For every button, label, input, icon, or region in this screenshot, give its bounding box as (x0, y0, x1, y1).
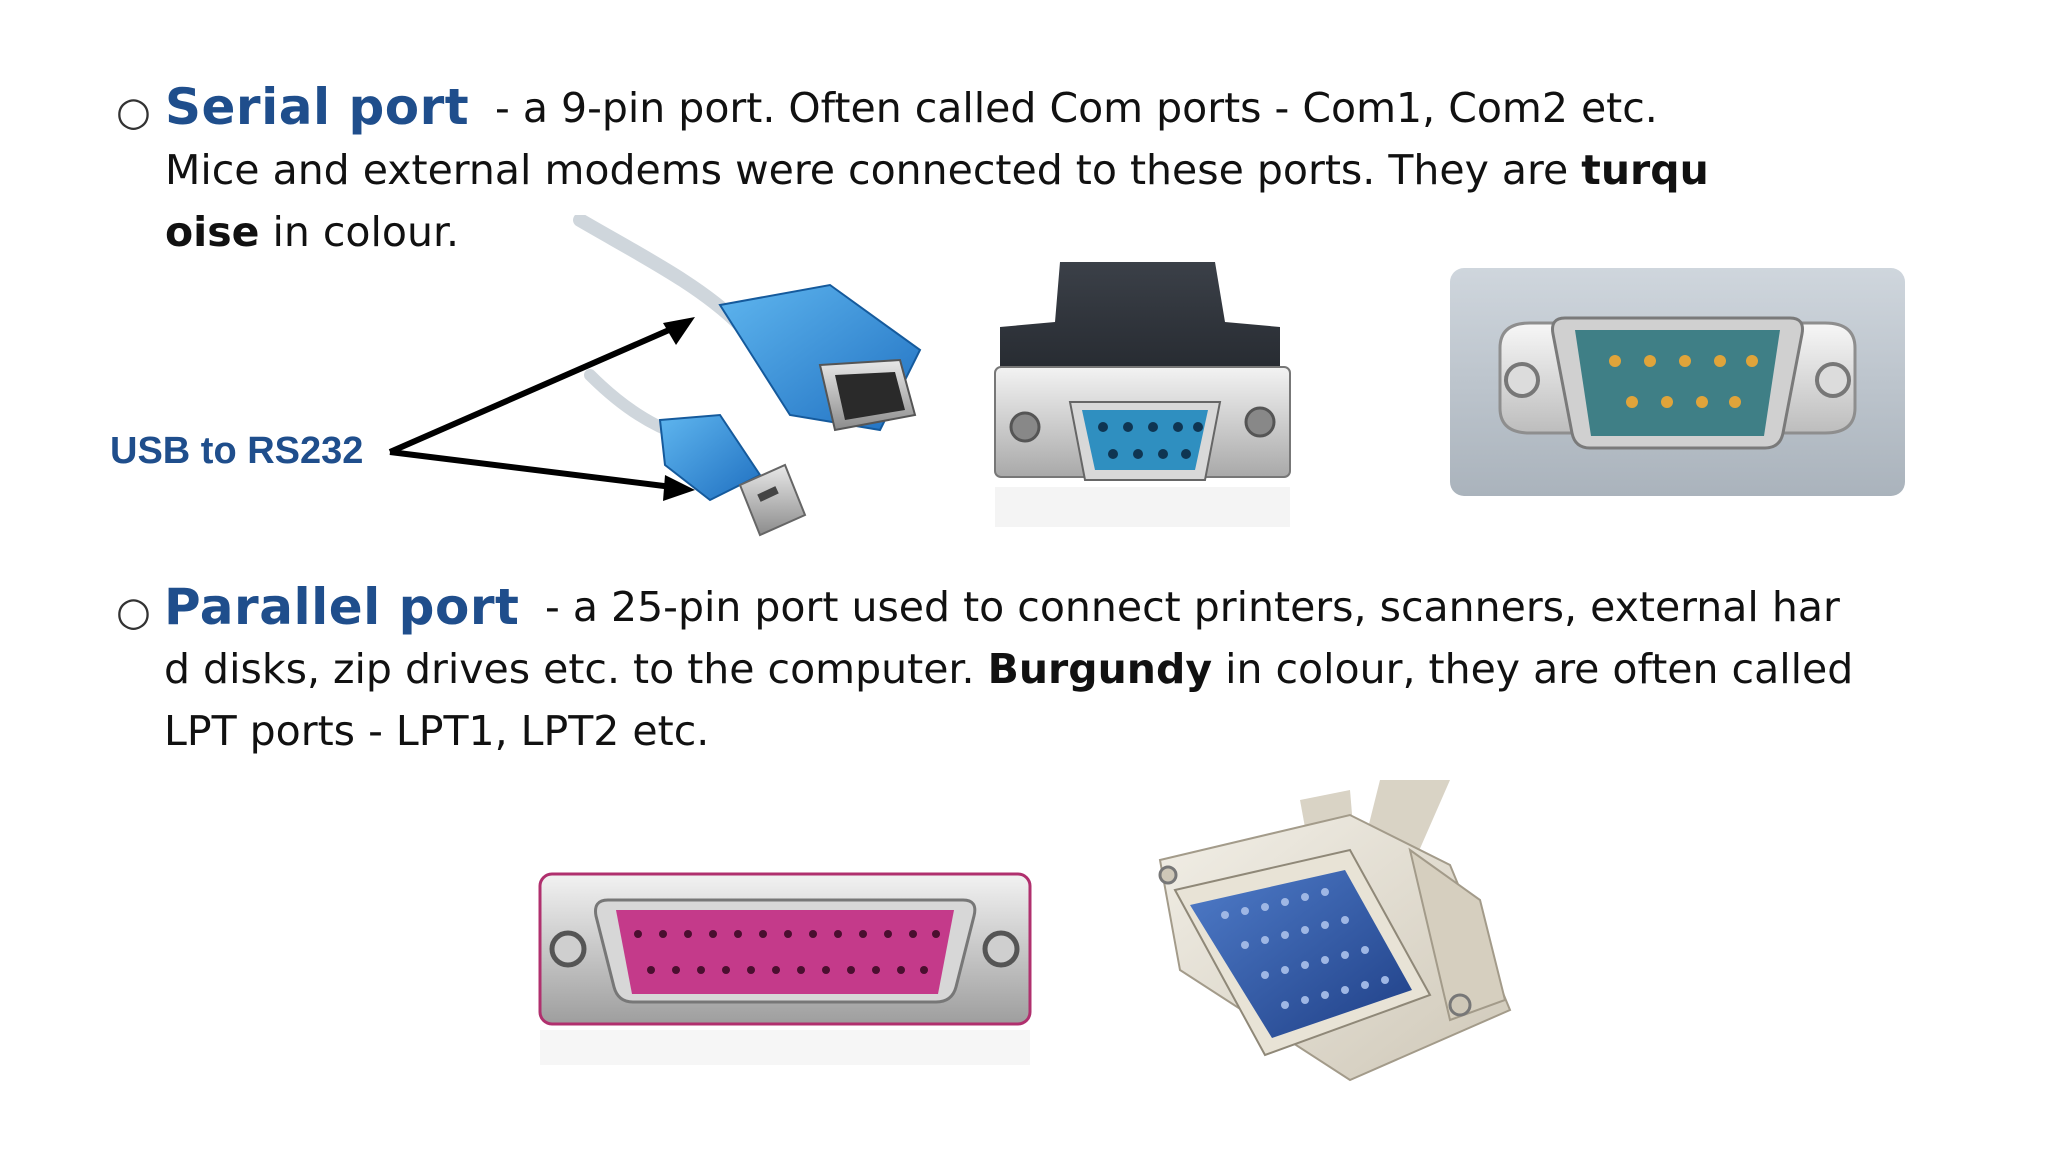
parallel-line-2: d disks, zip drives etc. to the computer… (164, 638, 1853, 700)
serial-line-3-text: in colour. (259, 208, 460, 256)
serial-port-heading: Serial port (165, 78, 470, 136)
bullet-icon: ○ (116, 589, 151, 635)
arrows-graphic (380, 305, 720, 505)
db25-female-port-image (538, 872, 1033, 1072)
female-db9-connector-image (990, 262, 1300, 552)
bullet-icon: ○ (116, 89, 151, 135)
parallel-line-2-end: in colour, they are often called (1212, 645, 1854, 693)
serial-line-3: oise in colour. (165, 201, 459, 263)
serial-line-2-bold: turqu (1581, 146, 1709, 194)
arrow-icon (663, 475, 695, 501)
usb-to-rs232-cable-image (560, 215, 940, 555)
parallel-line-2-bold: Burgundy (987, 645, 1213, 693)
parallel-line-3: LPT ports - LPT1, LPT2 etc. (164, 700, 709, 762)
arrow-icon (663, 317, 695, 345)
parallel-port-heading: Parallel port (164, 578, 520, 636)
serial-line-1: - a 9-pin port. Often called Com ports -… (495, 77, 1658, 139)
parallel-line-1-text: - a 25-pin port used to connect printers… (545, 583, 1840, 631)
parallel-line-1: - a 25-pin port used to connect printers… (545, 576, 1840, 638)
serial-line-1-text: - a 9-pin port. Often called Com ports -… (495, 84, 1658, 132)
serial-line-3-bold: oise (165, 208, 260, 256)
male-db9-port-image (1450, 268, 1905, 498)
serial-line-2-text: Mice and external modems were connected … (165, 146, 1582, 194)
parallel-line-3-text: LPT ports - LPT1, LPT2 etc. (164, 707, 710, 755)
db25-male-cable-image (1150, 780, 1620, 1120)
usb-to-rs232-label: USB to RS232 (110, 430, 364, 472)
serial-line-2: Mice and external modems were connected … (165, 139, 1709, 201)
parallel-line-2-text: d disks, zip drives etc. to the computer… (164, 645, 988, 693)
